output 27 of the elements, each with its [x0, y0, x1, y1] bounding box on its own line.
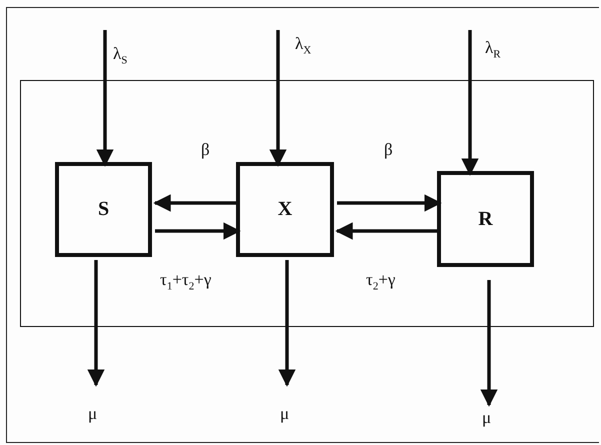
compartment-box	[236, 162, 334, 257]
edge-label: τ$_{2}$+γ	[366, 270, 396, 292]
arrow	[269, 30, 287, 167]
system-boundary	[20, 80, 594, 327]
edge-label: τ$_{1}$+τ$_{2}$+γ	[160, 270, 212, 292]
edge-label: λ$_{R}$	[485, 38, 501, 60]
compartment-label: S	[98, 198, 110, 221]
arrow	[87, 260, 105, 387]
arrow	[278, 260, 296, 387]
compartment-label: X	[278, 198, 292, 221]
edge-label: β	[201, 140, 210, 160]
arrow	[155, 222, 241, 240]
edge-label: μ	[280, 404, 290, 424]
edge-label: μ	[482, 408, 492, 428]
arrow	[337, 194, 442, 212]
edge-label: μ	[88, 404, 98, 424]
arrow	[96, 30, 114, 167]
compartment-box	[55, 162, 152, 257]
arrow	[461, 30, 479, 176]
edge-label: β	[384, 140, 393, 160]
arrow	[480, 280, 498, 407]
arrow	[153, 194, 239, 212]
compartment-label: R	[478, 208, 493, 230]
arrow	[335, 222, 440, 240]
edge-label: λ$_{S}$	[113, 44, 128, 66]
compartment-box	[437, 171, 534, 267]
edge-label: λ$_{X}$	[295, 34, 312, 56]
